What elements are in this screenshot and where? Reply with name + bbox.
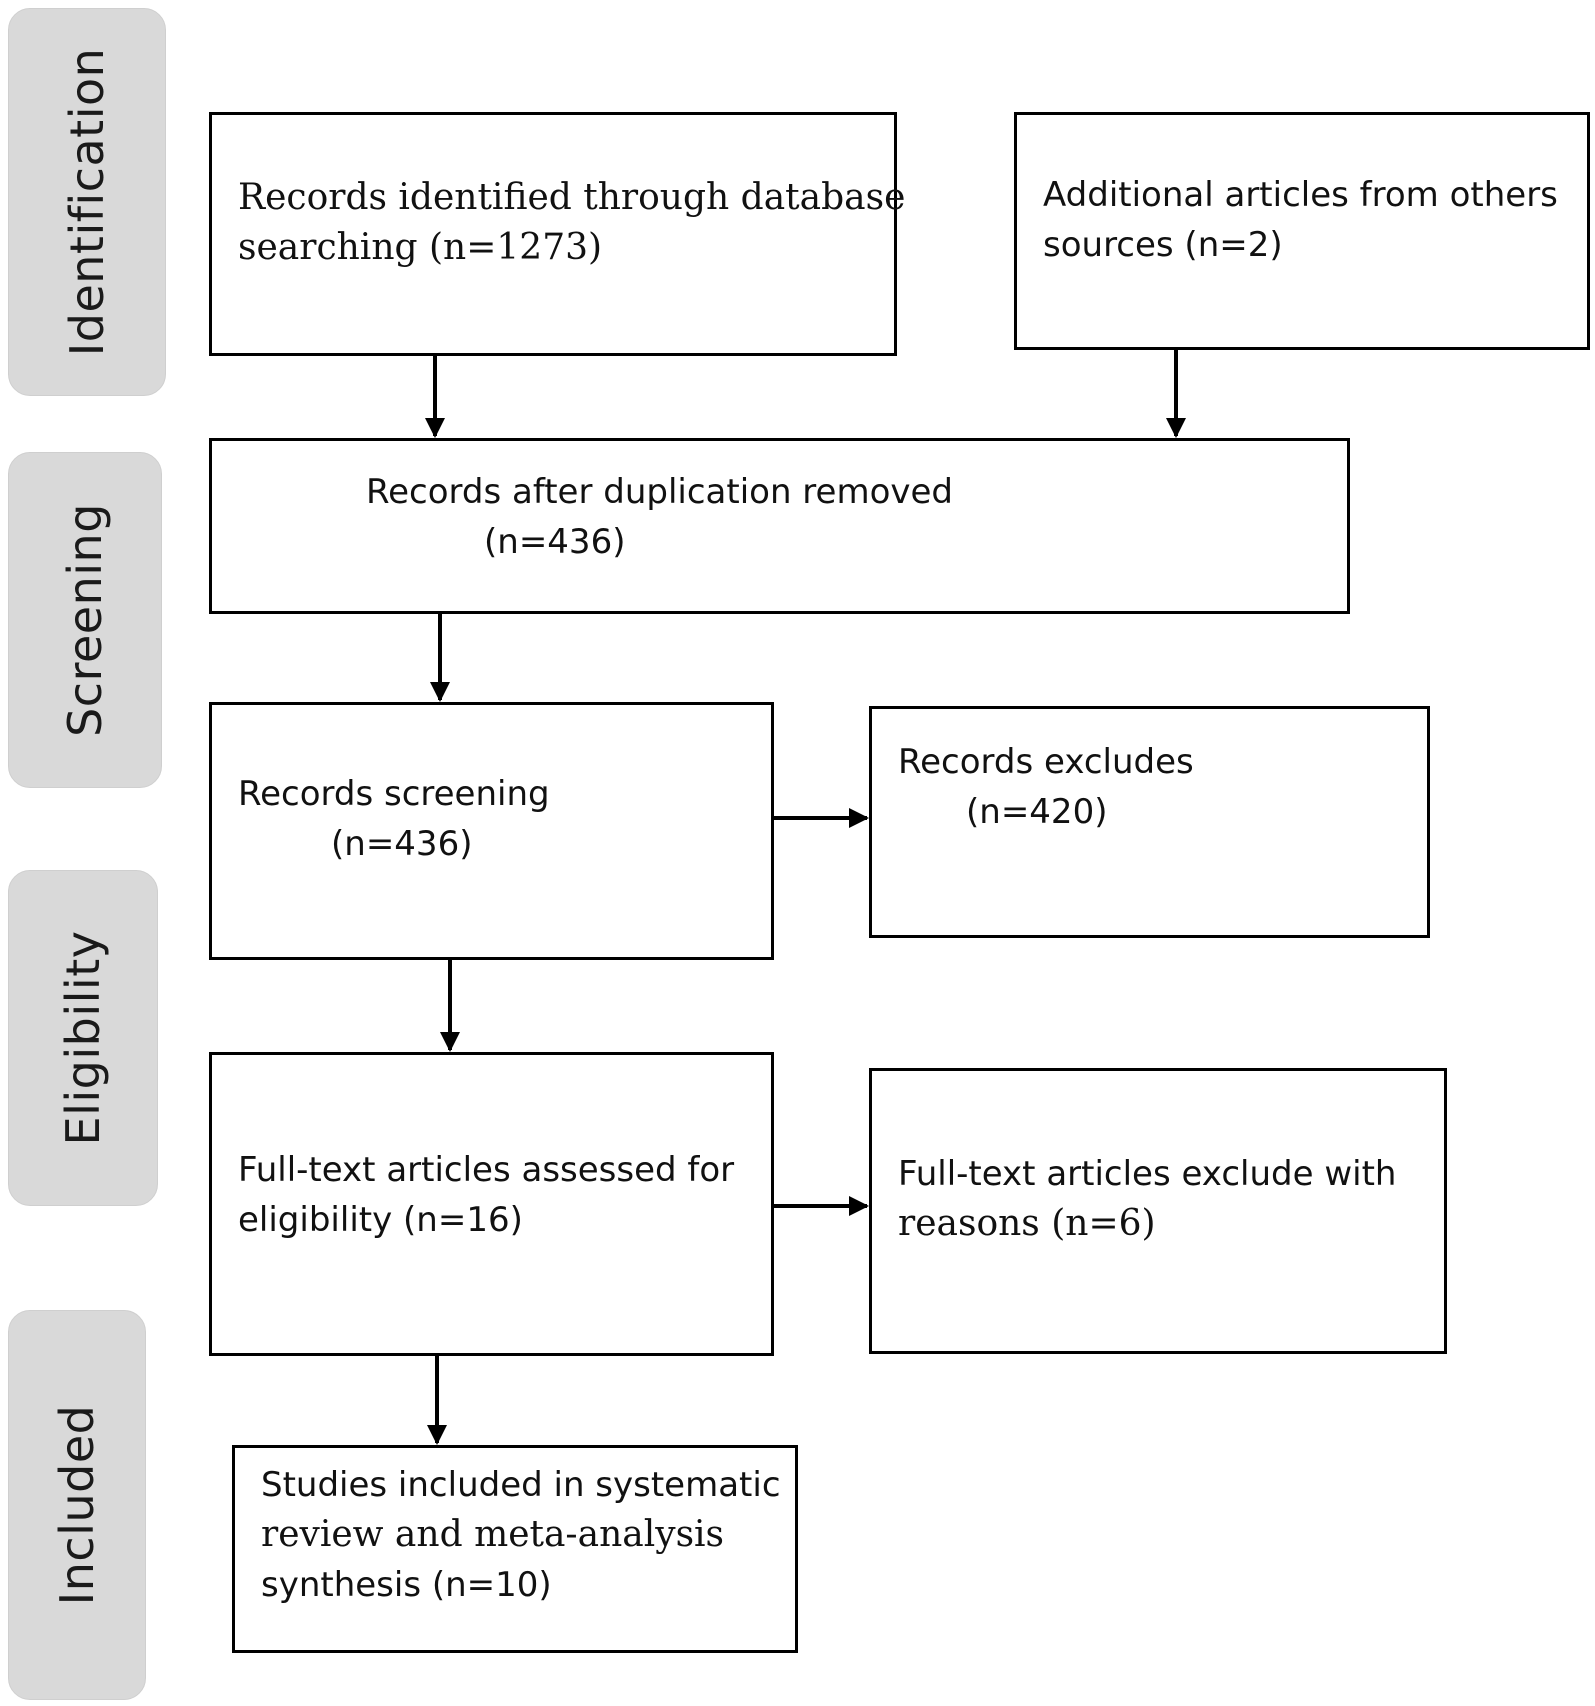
box-database-records: Records identified through database sear… <box>209 112 905 356</box>
box-deduplicated-line2: (n=436) <box>484 522 626 562</box>
box-included-line1: Studies included in systematic <box>261 1465 781 1505</box>
box-fulltext-excluded: Full-text articles exclude with reasons … <box>869 1068 1447 1354</box>
box-included: Studies included in systematic review an… <box>232 1445 798 1653</box>
box-screening: Records screening (n=436) <box>209 702 774 960</box>
box-fulltext-assessed-line2: eligibility (n=16) <box>238 1200 523 1240</box>
box-included-line3: synthesis (n=10) <box>261 1565 552 1605</box>
box-deduplicated-line1: Records after duplication removed <box>366 472 953 512</box>
phase-tab-eligibility: Eligibility <box>8 870 158 1206</box>
phase-tab-included: Included <box>8 1310 146 1700</box>
phase-tab-identification: Identification <box>8 8 166 396</box>
box-fulltext-excluded-line2: reasons (n=6) <box>898 1203 1156 1244</box>
box-fulltext-assessed: Full-text articles assessed for eligibil… <box>209 1052 774 1356</box>
box-other-sources-line1: Additional articles from others <box>1043 175 1558 215</box>
box-excluded-line1: Records excludes <box>898 742 1194 782</box>
box-fulltext-assessed-line1: Full-text articles assessed for <box>238 1150 735 1190</box>
box-excluded: Records excludes (n=420) <box>869 706 1430 938</box>
box-excluded-line2: (n=420) <box>966 792 1108 832</box>
box-screening-line1: Records screening <box>238 774 550 814</box>
box-other-sources: Additional articles from others sources … <box>1014 112 1590 350</box>
box-deduplicated: Records after duplication removed (n=436… <box>209 438 1350 614</box>
box-database-records-line2: searching (n=1273) <box>238 227 603 268</box>
box-included-line2: review and meta-analysis <box>261 1514 725 1555</box>
box-screening-line2: (n=436) <box>331 824 473 864</box>
box-other-sources-line2: sources (n=2) <box>1043 225 1283 265</box>
phase-tab-screening: Screening <box>8 452 162 788</box>
box-fulltext-excluded-line1: Full-text articles exclude with <box>898 1154 1397 1194</box>
box-database-records-line1: Records identified through database <box>238 177 906 218</box>
